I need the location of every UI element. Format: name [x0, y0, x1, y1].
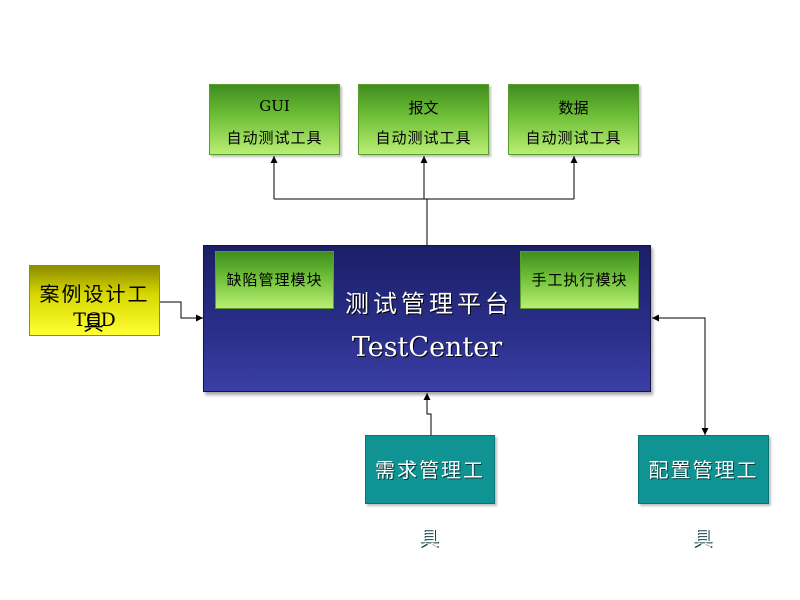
requirement-tool-label: 需求管理工具 [375, 458, 485, 550]
arrow-design-to-platform [160, 301, 203, 322]
gui-tool-box: GUI 自动测试工具 [209, 84, 340, 155]
message-tool-name: 报文 [408, 99, 439, 117]
case-design-tool-name: 案例设计工具 [39, 282, 150, 335]
config-tool-box: 配置管理工具 [638, 435, 769, 550]
data-tool-desc: 自动测试工具 [525, 129, 622, 147]
config-tool-label: 配置管理工具 [648, 458, 759, 550]
case-design-tool-abbr: TCD [73, 309, 116, 331]
platform-subtitle: TestCenter [351, 332, 503, 363]
arrow-config-platform [652, 314, 709, 435]
manual-exec-module-box: 手工执行模块 [520, 251, 639, 309]
requirement-tool-box: 需求管理工具 [365, 435, 495, 550]
gui-tool-desc: 自动测试工具 [226, 129, 323, 147]
message-tool-desc: 自动测试工具 [375, 129, 472, 147]
data-tool-box: 数据 自动测试工具 [508, 84, 639, 155]
defect-module-box: 缺陷管理模块 [215, 251, 334, 309]
message-tool-box: 报文 自动测试工具 [358, 84, 489, 155]
data-tool-name: 数据 [558, 99, 589, 117]
gui-tool-name: GUI [259, 97, 290, 115]
case-design-tool-box: 案例设计工具 TCD [29, 265, 160, 336]
platform-title: 测试管理平台 [345, 290, 513, 318]
arrow-requirement-to-platform [423, 393, 432, 435]
defect-module-label: 缺陷管理模块 [226, 271, 323, 289]
test-management-platform: 缺陷管理模块 手工执行模块 测试管理平台 TestCenter [203, 245, 651, 392]
manual-exec-module-label: 手工执行模块 [531, 271, 628, 289]
